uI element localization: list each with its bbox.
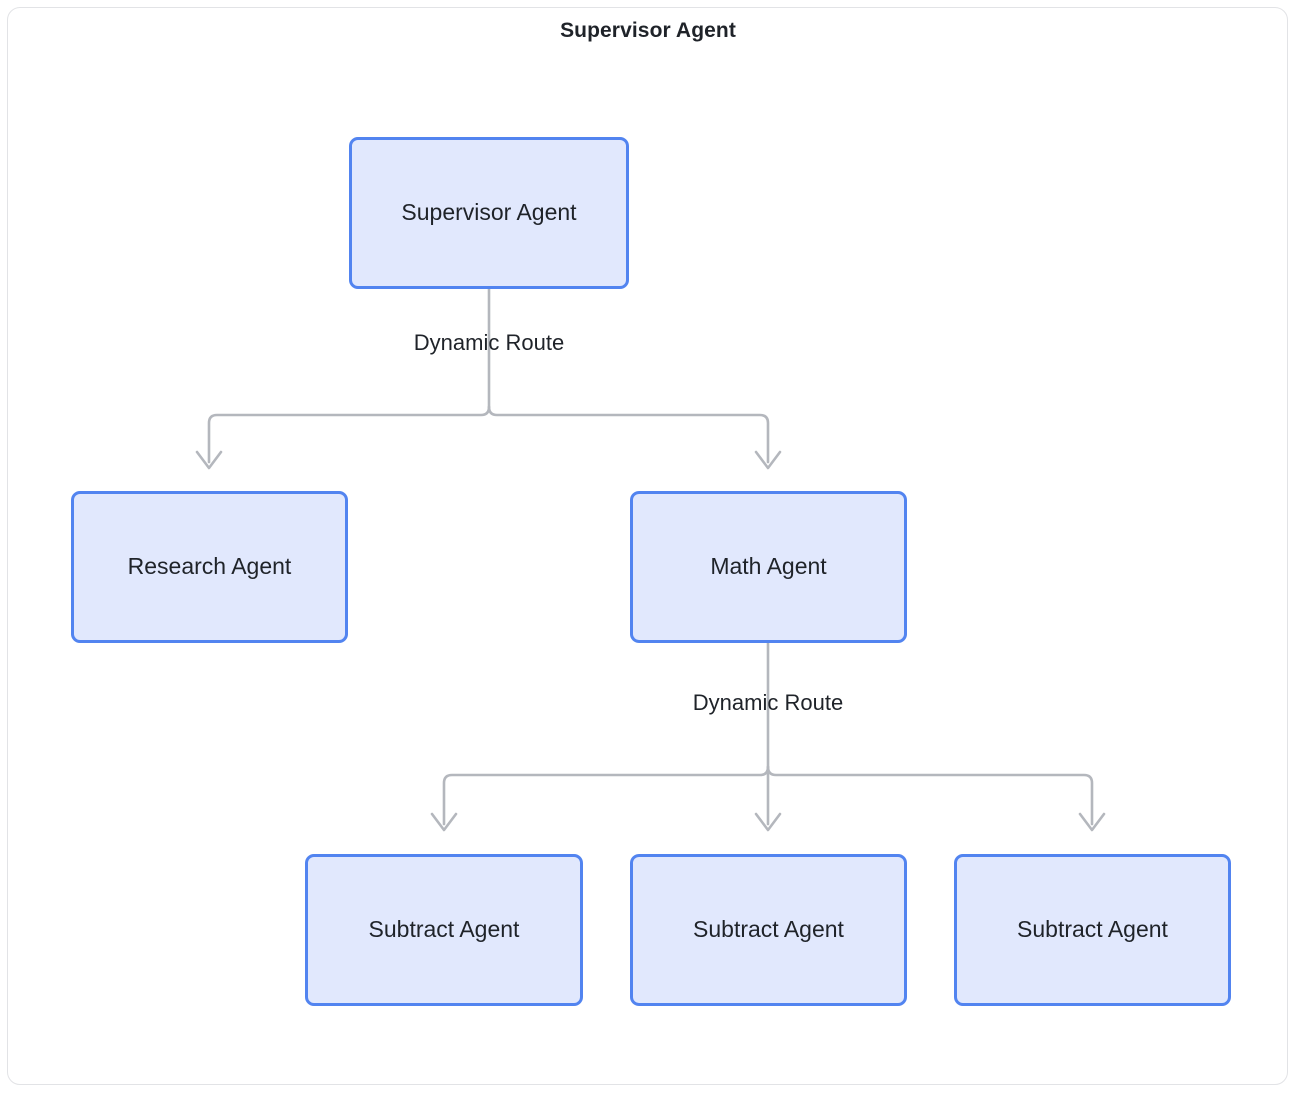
page-title: Supervisor Agent: [560, 19, 736, 42]
node-label: Subtract Agent: [1017, 916, 1168, 943]
node-subtract-agent-3[interactable]: Subtract Agent: [954, 854, 1231, 1006]
node-subtract-agent-1[interactable]: Subtract Agent: [305, 854, 583, 1006]
node-math-agent[interactable]: Math Agent: [630, 491, 907, 643]
node-subtract-agent-2[interactable]: Subtract Agent: [630, 854, 907, 1006]
edge-label-dynamic-route-1: Dynamic Route: [413, 330, 565, 355]
node-research-agent[interactable]: Research Agent: [71, 491, 348, 643]
node-label: Subtract Agent: [693, 916, 844, 943]
node-label: Subtract Agent: [368, 916, 520, 943]
node-label: Research Agent: [127, 553, 292, 580]
edge-label-dynamic-route-2: Dynamic Route: [692, 690, 844, 715]
node-label: Math Agent: [710, 553, 827, 580]
node-label: Supervisor Agent: [401, 199, 577, 226]
node-supervisor-agent[interactable]: Supervisor Agent: [349, 137, 629, 289]
